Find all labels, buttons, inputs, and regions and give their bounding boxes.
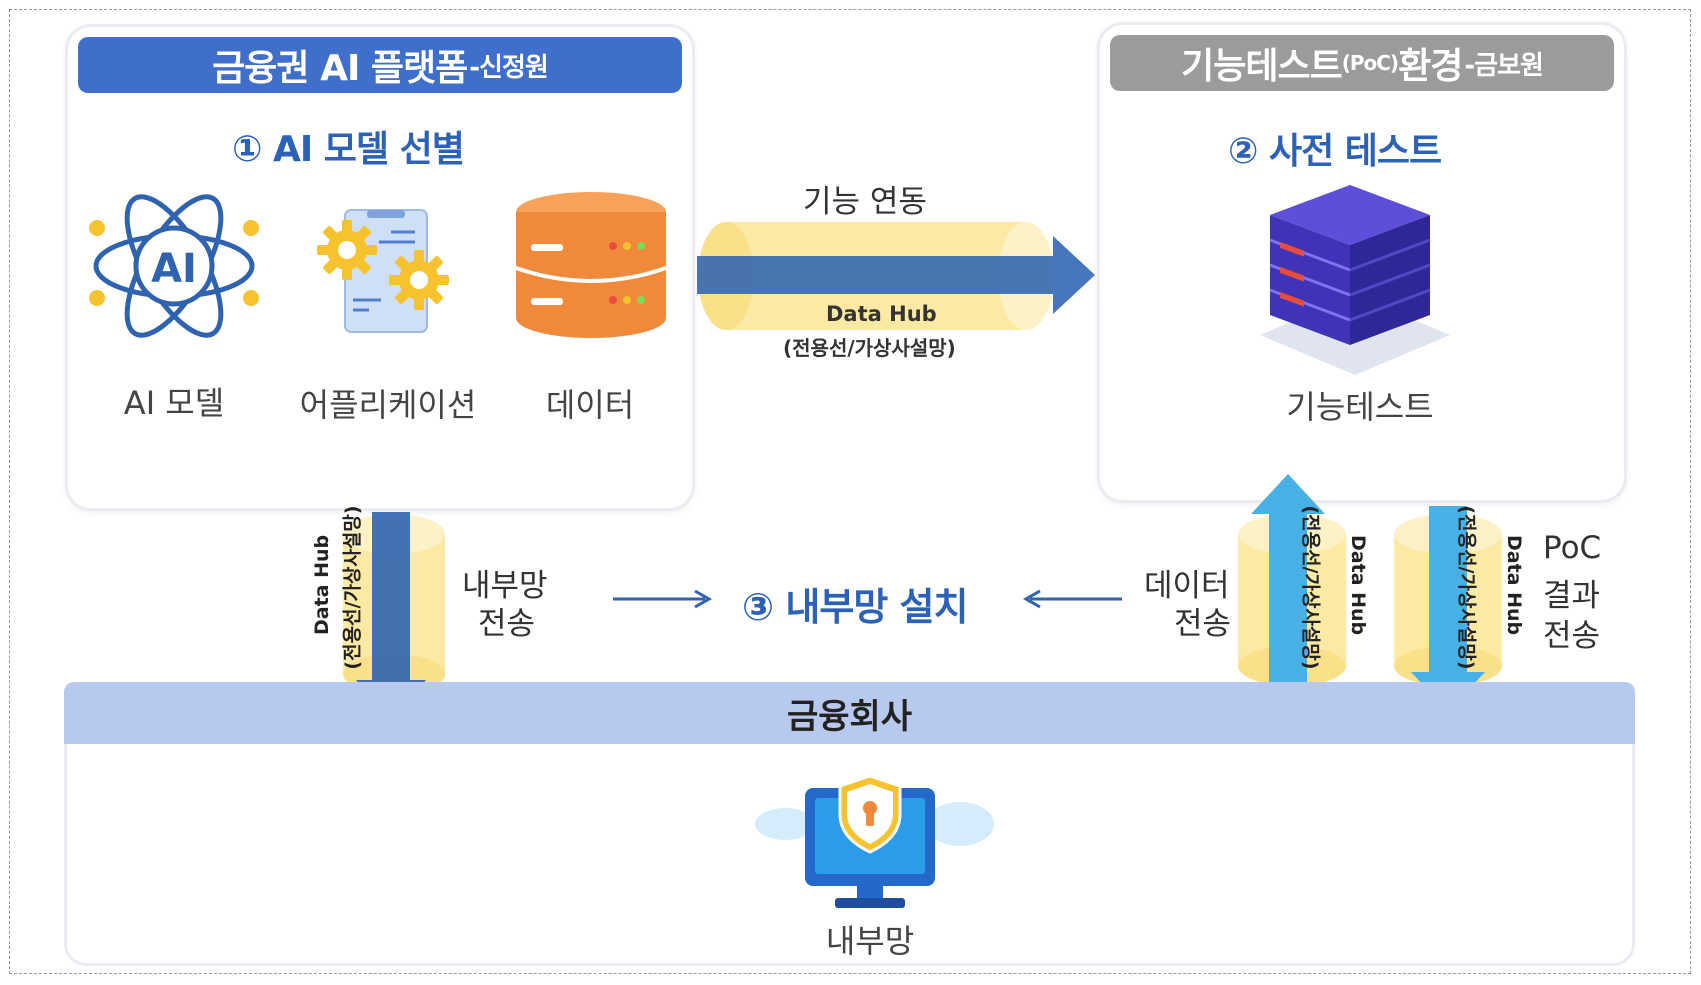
application-gears-icon (317, 209, 449, 333)
data-transfer-up-arrow (1251, 474, 1325, 684)
function-link-label: 기능 연동 (803, 184, 927, 220)
application-label: 어플리케이션 (299, 386, 477, 424)
poc-header-small: (PoC) (1341, 51, 1399, 75)
left-hub-name: Data Hub (311, 534, 333, 635)
internal-network-label: 내부망 (825, 922, 915, 960)
data-transfer-hub-note: (전용선/가상사설망) (1299, 505, 1322, 670)
internal-transfer-label-1: 내부망 (462, 568, 548, 604)
ai-platform-header-org: -신정원 (469, 52, 549, 83)
secure-monitor-icon (755, 774, 994, 908)
internal-transfer-label-2: 전송 (478, 606, 536, 642)
ai-platform-header-title: 금융권 AI 플랫폼 (212, 48, 468, 89)
top-transfer-arrow (697, 236, 1095, 314)
poc-header-title-2: 환경 (1398, 46, 1463, 87)
diagram-frame (9, 9, 1691, 974)
step-2-title: ② 사전 테스트 (1228, 131, 1442, 172)
top-hub-name: Data Hub (826, 302, 937, 326)
data-label: 데이터 (545, 386, 635, 424)
poc-result-label-2: 결과 (1543, 578, 1601, 614)
center-left-arrow (1022, 589, 1122, 609)
database-icon (515, 192, 667, 338)
svg-text:AI: AI (151, 246, 197, 292)
financial-company-title: 금융회사 (786, 696, 913, 737)
poc-result-label-1: PoC (1543, 530, 1602, 566)
financial-company-bar: 금융회사 (64, 682, 1635, 744)
top-hub-note: (전용선/가상사설망) (783, 336, 956, 360)
data-transfer-label-2: 전송 (1174, 606, 1232, 642)
poc-transfer-hub-name: Data Hub (1503, 535, 1525, 636)
poc-env-header: 기능테스트(PoC)환경-금보원 (1110, 35, 1614, 91)
data-transfer-hub-name: Data Hub (1347, 535, 1369, 636)
data-transfer-label-1: 데이터 (1144, 568, 1230, 604)
center-right-arrow (613, 589, 713, 609)
ai-atom-icon: AI (89, 194, 259, 338)
step-1-title: ① AI 모델 선별 (232, 129, 465, 170)
poc-result-label-3: 전송 (1543, 618, 1601, 654)
function-test-label: 기능테스트 (1286, 388, 1434, 426)
poc-transfer-hub-note: (전용선/가상사설망) (1455, 505, 1478, 670)
step-3-title: ③ 내부망 설치 (742, 585, 968, 629)
ai-model-label: AI 모델 (123, 384, 225, 422)
server-stack-icon (1260, 185, 1450, 375)
poc-header-title-1: 기능테스트 (1181, 46, 1343, 87)
left-hub-note: (전용선/가상사설망) (341, 505, 364, 670)
ai-platform-header: 금융권 AI 플랫폼-신정원 (78, 37, 682, 93)
poc-header-org: -금보원 (1464, 50, 1544, 81)
